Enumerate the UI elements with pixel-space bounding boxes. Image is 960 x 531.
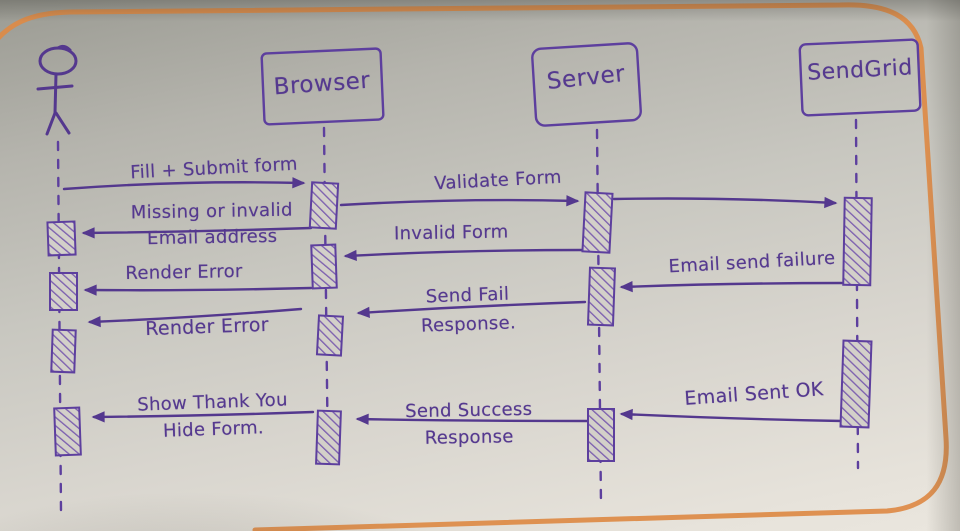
activation-bar-browser-1 [308,181,340,230]
message-label-send-success-response: Send Success Response [396,396,543,453]
arrow-send-fail-response [356,300,587,318]
message-label-render-error-1: Render Error [125,260,243,285]
activation-bar-user-4 [53,406,82,457]
activation-bar-server-2 [586,266,617,327]
message-label-line2: Hide Form. [162,417,265,442]
message-label-show-thank-you: Show Thank You Hide Form. [109,385,317,446]
message-label-line2: Response [424,426,514,449]
message-label-missing-invalid: Missing or invalid Email address [112,197,313,252]
arrow-render-error-2 [87,307,303,328]
message-label-line1: Send Fail [425,283,510,308]
user-lifeline [56,140,63,514]
message-label-line1: Show Thank You [136,389,289,416]
message-label-line2: Response. [420,312,517,337]
server-box [531,42,642,127]
activation-bar-sendgrid-1 [842,196,873,287]
arrow-invalid-form [343,248,586,262]
activation-bar-sendgrid-2 [839,339,873,429]
message-label-invalid-form: Invalid Form [393,221,509,245]
browser-box [260,47,385,126]
message-label-line1: Send Success [405,398,533,423]
activation-bar-user-2 [49,272,78,311]
activation-bar-user-3 [50,328,77,374]
arrow-validate-form [339,195,580,207]
activation-bar-server-3 [587,408,615,462]
message-label-line1: Missing or invalid [130,199,293,224]
message-label-line2: Email address [146,225,278,250]
activation-bar-user-1 [46,220,77,257]
arrow-missing-invalid-email [81,226,313,239]
activation-bar-browser-3 [315,314,345,357]
stick-figure-icon [36,44,78,136]
arrow-fill-submit-form [62,177,306,191]
activation-bar-server-1 [581,191,614,254]
sendgrid-box [798,38,922,117]
arrow-render-error-1 [83,284,313,296]
activation-bar-browser-4 [315,409,342,466]
arrow-server-to-sendgrid [612,196,838,209]
arrow-send-success-response [355,413,589,425]
arrow-email-send-failure [619,280,844,293]
message-label-send-fail-response: Send Fail Response. [399,279,537,342]
arrow-show-thank-you [91,410,315,423]
arrow-email-sent-ok [619,408,845,423]
activation-bar-browser-2 [310,243,338,290]
